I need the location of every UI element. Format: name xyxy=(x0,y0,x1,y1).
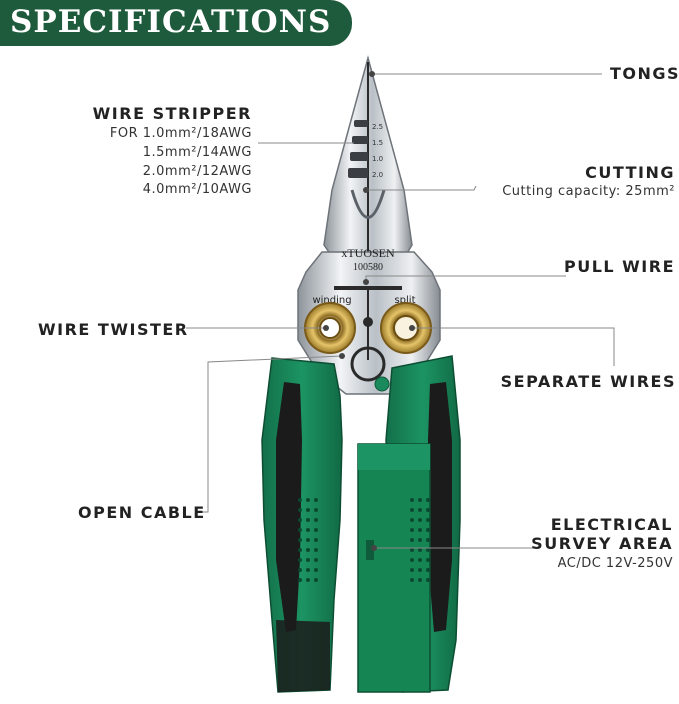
cutting-detail: Cutting capacity: 25mm² xyxy=(502,184,675,199)
marker-dot xyxy=(363,187,369,193)
leader-open-cable xyxy=(200,355,343,513)
specifications-banner: SPECIFICATIONS xyxy=(0,0,352,46)
leader-separate-wires xyxy=(412,327,615,366)
gauge-mark: 1.0 xyxy=(372,155,383,163)
tongs-jaw xyxy=(323,55,413,269)
wire-stripper-line: 1.5mm²/14AWG xyxy=(142,145,252,160)
wire-stripper-line: 4.0mm²/10AWG xyxy=(142,182,252,197)
label-wire-stripper: WIRE STRIPPER xyxy=(92,104,252,123)
label-survey-line2: SURVEY AREA xyxy=(531,534,673,553)
stripper-holes xyxy=(348,120,368,178)
voltage-tester-box xyxy=(357,443,431,693)
brand-name: xTUOSEN xyxy=(341,246,395,260)
label-cutting: CUTTING xyxy=(585,163,675,182)
left-handle xyxy=(261,357,343,693)
split-marking: split xyxy=(394,295,415,306)
winding-marking: winding xyxy=(312,295,351,306)
label-tongs: TONGS xyxy=(610,64,679,83)
leader-cutting xyxy=(366,185,477,191)
split-hole xyxy=(380,302,432,354)
spring-button xyxy=(350,346,386,382)
model-number: 100580 xyxy=(353,262,383,273)
marker-dot xyxy=(363,279,369,285)
grip-dots-left xyxy=(298,498,318,582)
wire-stripper-line: FOR 1.0mm²/18AWG xyxy=(109,126,252,141)
banner-title: SPECIFICATIONS xyxy=(10,4,332,40)
label-separate-wires: SEPARATE WIRES xyxy=(500,372,676,391)
label-pull-wire: PULL WIRE xyxy=(563,257,675,276)
label-open-cable: OPEN CABLE xyxy=(78,503,206,522)
marker-dot xyxy=(339,353,345,359)
pivot-rivet xyxy=(363,317,373,327)
label-wire-twister: WIRE TWISTER xyxy=(38,320,189,339)
marker-dot xyxy=(369,71,375,77)
gauge-mark: 2.0 xyxy=(372,171,383,179)
grip-dots-right xyxy=(410,498,430,582)
lock-button xyxy=(374,376,390,392)
label-survey-line1: ELECTRICAL xyxy=(550,515,673,534)
marker-dot xyxy=(409,325,415,331)
survey-detail: AC/DC 12V-250V xyxy=(557,556,673,571)
marker-dot xyxy=(323,325,329,331)
gauge-mark: 2.5 xyxy=(372,123,383,131)
gauge-mark: 1.5 xyxy=(372,139,383,147)
marker-dot xyxy=(371,545,377,551)
wire-stripper-line: 2.0mm²/12AWG xyxy=(142,164,252,179)
